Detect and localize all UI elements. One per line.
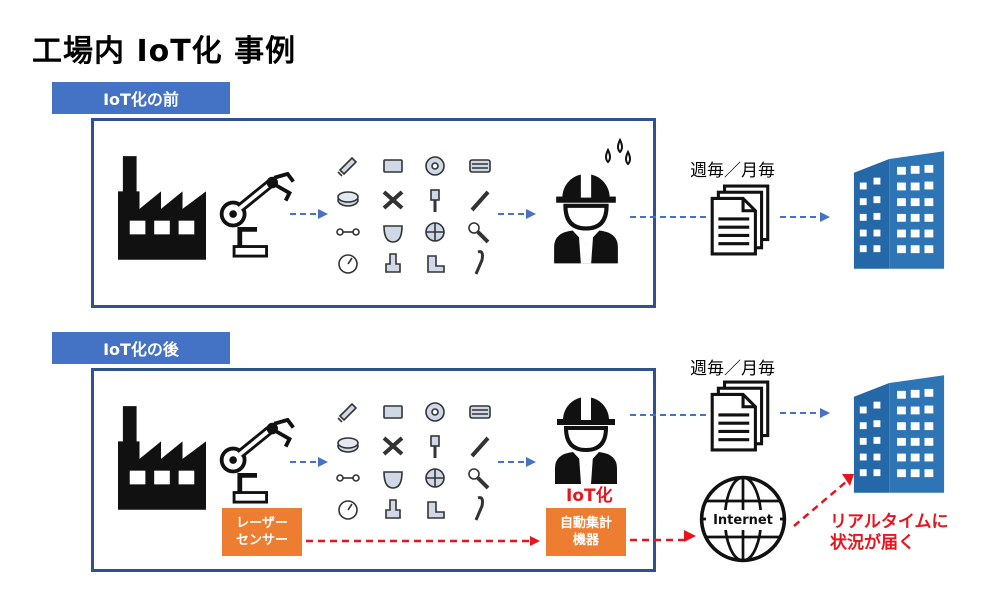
robot-arm-icon	[218, 172, 296, 258]
factory-icon	[118, 152, 206, 260]
realtime-label: リアルタイムに 状況が届く	[830, 512, 949, 554]
arrow-icon	[630, 414, 708, 416]
arrow-icon	[290, 457, 328, 467]
parts-icon	[332, 152, 502, 282]
sweat-drops-icon	[605, 137, 631, 166]
parts-icon	[332, 398, 502, 528]
arrow-icon	[780, 408, 830, 418]
red-arrow-icon	[306, 536, 540, 546]
auto-aggregation-device-box: 自動集計機器	[546, 508, 626, 556]
after-tab: IoT化の後	[52, 332, 230, 364]
laser-sensor-box: レーザーセンサー	[222, 508, 302, 556]
page-title: 工場内 IoT化 事例	[32, 34, 297, 69]
realtime-line1: リアルタイムに	[830, 512, 949, 532]
arrow-icon	[498, 209, 536, 219]
factory-icon	[118, 402, 206, 510]
arrow-icon	[780, 212, 830, 222]
documents-icon	[710, 380, 772, 452]
iot-label: IoT化	[566, 486, 613, 506]
realtime-line2: 状況が届く	[830, 533, 915, 553]
laser-sensor-line1: レーザー	[236, 516, 288, 531]
device-line1: 自動集計	[559, 516, 612, 531]
before-tab: IoT化の前	[52, 82, 230, 114]
arrow-icon	[630, 216, 708, 218]
worker-icon	[550, 160, 622, 264]
robot-arm-icon	[218, 418, 296, 504]
office-building-icon	[850, 374, 948, 494]
office-building-icon	[850, 150, 948, 270]
arrow-icon	[498, 457, 536, 467]
worker-icon	[550, 384, 622, 484]
red-arrow-icon	[630, 530, 696, 542]
internet-label: Internet	[706, 510, 780, 530]
device-line2: 機器	[572, 533, 599, 548]
red-arrow-icon	[793, 474, 854, 527]
after-report-label: 週毎／月毎	[690, 359, 775, 379]
documents-icon	[710, 184, 772, 256]
laser-sensor-line2: センサー	[235, 533, 288, 548]
before-report-label: 週毎／月毎	[690, 161, 775, 181]
arrow-icon	[290, 209, 328, 219]
